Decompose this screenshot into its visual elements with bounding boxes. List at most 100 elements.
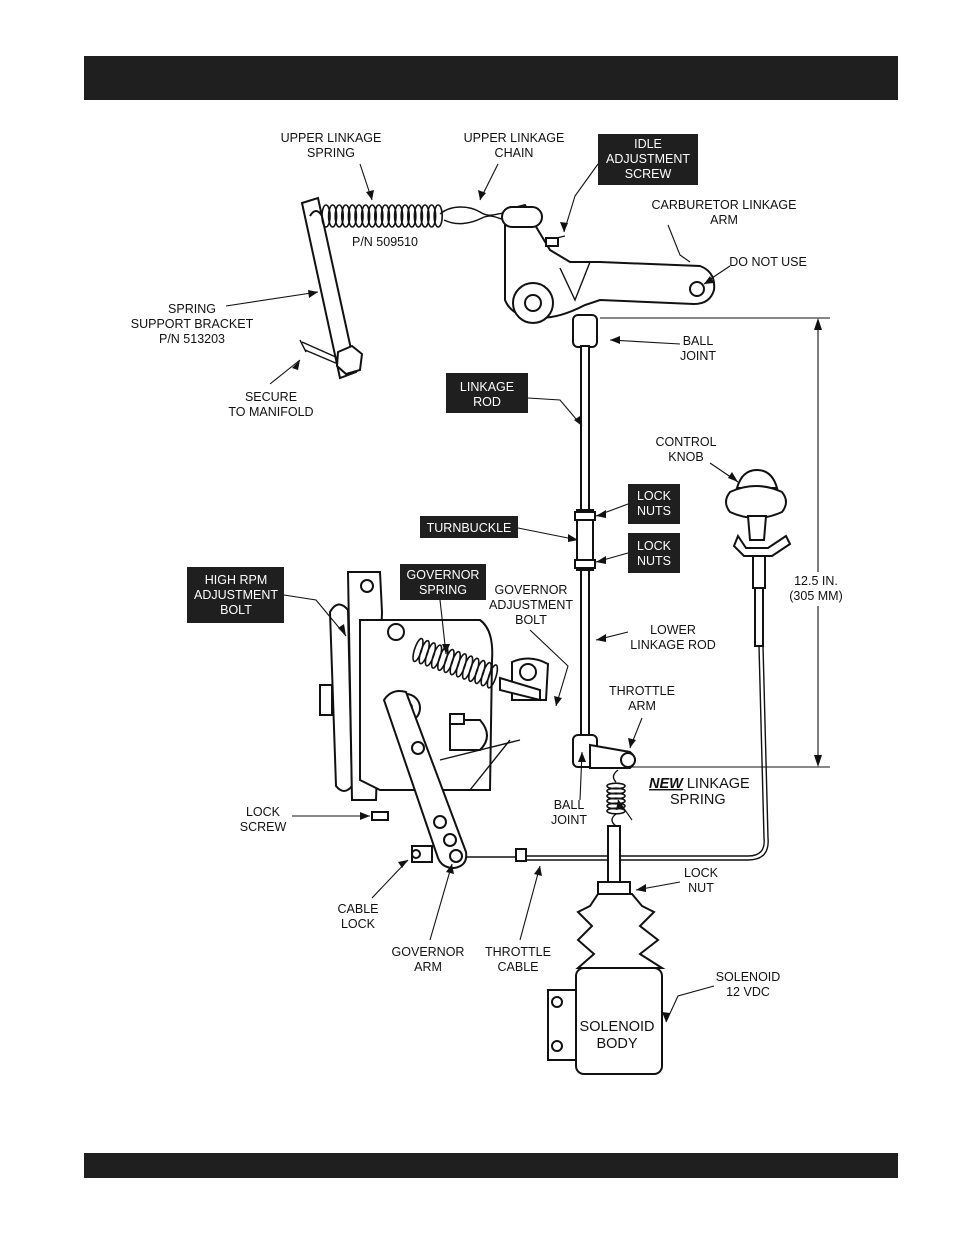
svg-text:SCREW: SCREW xyxy=(240,820,287,834)
svg-text:LINKAGE ROD: LINKAGE ROD xyxy=(630,638,715,652)
label-ball-joint-upper: BALL JOINT xyxy=(680,334,716,363)
svg-text:GOVERNOR: GOVERNOR xyxy=(495,583,568,597)
svg-text:ARM: ARM xyxy=(414,960,442,974)
svg-text:NUT: NUT xyxy=(688,881,714,895)
svg-text:GOVERNOR: GOVERNOR xyxy=(407,568,480,582)
svg-text:TO MANIFOLD: TO MANIFOLD xyxy=(228,405,313,419)
dimension-line xyxy=(600,317,830,768)
upper-linkage-spring-part xyxy=(309,204,513,228)
svg-text:LOCK: LOCK xyxy=(637,539,672,553)
svg-text:BALL: BALL xyxy=(683,334,714,348)
footer-bar xyxy=(84,1153,898,1178)
svg-text:BALL: BALL xyxy=(554,798,585,812)
label-control-knob: CONTROL KNOB xyxy=(655,435,716,464)
svg-text:CHAIN: CHAIN xyxy=(495,146,534,160)
new-linkage-spring-part xyxy=(606,769,626,827)
label-secure-to-manifold: SECURE TO MANIFOLD xyxy=(228,390,313,419)
label-throttle-arm: THROTTLE ARM xyxy=(609,684,675,713)
carburetor-linkage-arm-part xyxy=(501,203,716,324)
svg-text:JOINT: JOINT xyxy=(551,813,587,827)
label-do-not-use: DO NOT USE xyxy=(729,255,807,269)
leader-arrowheads xyxy=(292,190,738,1022)
svg-text:SPRING: SPRING xyxy=(419,583,467,597)
svg-text:SPRING: SPRING xyxy=(168,302,216,316)
svg-text:ARM: ARM xyxy=(710,213,738,227)
label-high-rpm-adjustment-bolt: HIGH RPM ADJUSTMENT BOLT xyxy=(194,573,278,617)
label-governor-arm: GOVERNOR ARM xyxy=(392,945,465,974)
governor-arm-part xyxy=(371,690,468,870)
label-upper-linkage-chain: UPPER LINKAGE CHAIN xyxy=(464,131,565,160)
svg-text:THROTTLE: THROTTLE xyxy=(609,684,675,698)
spring-support-bracket-part xyxy=(299,196,364,380)
label-lower-linkage-rod: LOWER LINKAGE ROD xyxy=(630,623,715,652)
svg-text:LOCK: LOCK xyxy=(246,805,281,819)
governor-spring-box xyxy=(400,564,486,600)
linkage-rod-part xyxy=(572,314,598,768)
svg-text:CONTROL: CONTROL xyxy=(655,435,716,449)
label-linkage-rod: LINKAGE ROD xyxy=(460,380,514,409)
svg-text:ROD: ROD xyxy=(473,395,501,409)
linkage-rod-box xyxy=(446,373,528,413)
label-governor-spring: GOVERNOR SPRING xyxy=(407,568,480,597)
svg-text:NEW LINKAGE: NEW LINKAGE xyxy=(649,776,750,792)
svg-text:CARBURETOR LINKAGE: CARBURETOR LINKAGE xyxy=(652,198,797,212)
throttle-arm-part xyxy=(589,743,636,769)
svg-text:12.5 IN.: 12.5 IN. xyxy=(794,574,838,588)
svg-text:UPPER LINKAGE: UPPER LINKAGE xyxy=(464,131,565,145)
svg-text:LOCK: LOCK xyxy=(341,917,376,931)
svg-text:SOLENOID: SOLENOID xyxy=(580,1019,655,1035)
svg-text:ADJUSTMENT: ADJUSTMENT xyxy=(606,152,690,166)
svg-text:ARM: ARM xyxy=(628,699,656,713)
label-upper-linkage-spring: UPPER LINKAGE SPRING xyxy=(281,131,382,160)
label-lock-screw: LOCK SCREW xyxy=(240,805,287,834)
svg-text:P/N 513203: P/N 513203 xyxy=(159,332,225,346)
label-solenoid-body: SOLENOID BODY xyxy=(580,1019,655,1052)
label-lock-nuts-upper: LOCK NUTS xyxy=(637,489,672,518)
svg-text:KNOB: KNOB xyxy=(668,450,703,464)
svg-text:GOVERNOR: GOVERNOR xyxy=(392,945,465,959)
label-cable-lock: CABLE LOCK xyxy=(338,902,379,931)
idle-adjustment-screw-box xyxy=(598,134,698,185)
label-spring-support-bracket: SPRING SUPPORT BRACKET P/N 513203 xyxy=(131,302,254,346)
svg-text:NUTS: NUTS xyxy=(637,504,671,518)
svg-text:LINKAGE: LINKAGE xyxy=(460,380,514,394)
control-knob-part xyxy=(460,468,792,862)
svg-text:THROTTLE: THROTTLE xyxy=(485,945,551,959)
svg-text:SCREW: SCREW xyxy=(625,167,672,181)
label-new-linkage-spring: NEW LINKAGE SPRING xyxy=(649,776,750,808)
svg-text:JOINT: JOINT xyxy=(680,349,716,363)
label-part-number-spring: P/N 509510 xyxy=(352,235,418,249)
svg-text:CABLE: CABLE xyxy=(498,960,539,974)
svg-text:HIGH RPM: HIGH RPM xyxy=(205,573,268,587)
label-dimension: 12.5 IN. (305 MM) xyxy=(788,572,844,606)
svg-text:BODY: BODY xyxy=(596,1036,637,1052)
label-idle-adjustment-screw: IDLE ADJUSTMENT SCREW xyxy=(606,137,690,181)
header-bar xyxy=(84,56,898,100)
svg-text:IDLE: IDLE xyxy=(634,137,662,151)
svg-text:LOCK: LOCK xyxy=(684,866,719,880)
svg-text:LOCK: LOCK xyxy=(637,489,672,503)
svg-text:SECURE: SECURE xyxy=(245,390,297,404)
svg-text:BOLT: BOLT xyxy=(220,603,252,617)
governor-spring-part xyxy=(412,637,541,702)
label-throttle-cable: THROTTLE CABLE xyxy=(485,945,551,974)
label-ball-joint-lower: BALL JOINT xyxy=(551,798,587,827)
high-rpm-adjustment-bolt-box xyxy=(187,567,284,623)
svg-text:12 VDC: 12 VDC xyxy=(726,985,770,999)
label-lock-nuts-lower: LOCK NUTS xyxy=(637,539,672,568)
svg-text:(305 MM): (305 MM) xyxy=(789,589,842,603)
label-carburetor-linkage-arm: CARBURETOR LINKAGE ARM xyxy=(652,198,797,227)
svg-text:SPRING: SPRING xyxy=(670,792,726,808)
svg-text:NUTS: NUTS xyxy=(637,554,671,568)
lock-nuts-lower-box xyxy=(628,533,680,573)
solenoid-part xyxy=(547,825,666,1075)
svg-text:UPPER LINKAGE: UPPER LINKAGE xyxy=(281,131,382,145)
label-lock-nut: LOCK NUT xyxy=(684,866,719,895)
label-governor-adjustment-bolt: GOVERNOR ADJUSTMENT BOLT xyxy=(489,583,573,627)
label-solenoid: SOLENOID 12 VDC xyxy=(716,970,781,999)
svg-text:SOLENOID: SOLENOID xyxy=(716,970,781,984)
svg-text:SUPPORT BRACKET: SUPPORT BRACKET xyxy=(131,317,254,331)
svg-text:CABLE: CABLE xyxy=(338,902,379,916)
label-turnbuckle: TURNBUCKLE xyxy=(427,521,512,535)
